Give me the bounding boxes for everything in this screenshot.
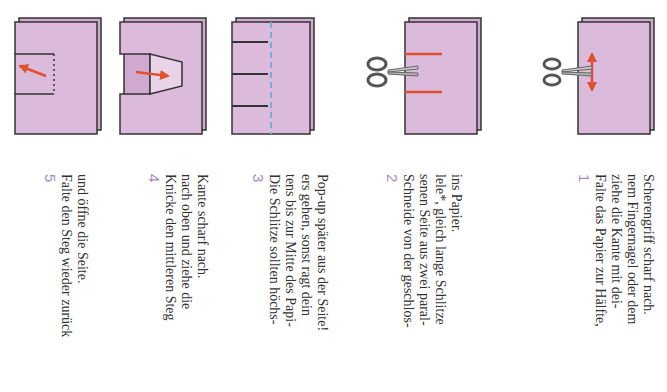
step-number: 1 [576, 174, 592, 182]
folded-paper [578, 22, 650, 134]
scissor-handle [368, 74, 386, 86]
direction-arrow [591, 54, 594, 90]
scissor-blade [388, 66, 418, 72]
folded-paper [232, 22, 310, 134]
step-number: 4 [146, 174, 162, 182]
folded-paper [120, 22, 202, 134]
step-text: Falte den Steg wieder zurück und öffne d… [58, 174, 90, 337]
step-3-illustration [232, 18, 314, 134]
cut-line [405, 91, 442, 94]
step-4-illustration [120, 18, 206, 134]
slit [232, 105, 268, 107]
scissor-blade [562, 66, 592, 72]
step-2-illustration [368, 18, 481, 134]
cut-line [405, 53, 442, 56]
scissor-handle [368, 58, 386, 70]
slit [232, 73, 268, 75]
scissor-blade [562, 72, 592, 76]
strip-outline [15, 54, 54, 94]
direction-arrow [20, 66, 46, 76]
folded-paper [405, 22, 477, 134]
scissor-handle [544, 75, 560, 85]
middle-line [270, 22, 272, 134]
folded-paper [15, 22, 97, 134]
step-text: Die Schlitze sollten höchs- tens bis zur… [266, 174, 330, 331]
step-5-illustration [15, 18, 101, 134]
fold-line [53, 54, 55, 94]
step-text: Knicke den mittleren Steg nach oben und … [162, 174, 210, 321]
step-number: 3 [250, 174, 266, 182]
scissor-handle [544, 59, 560, 69]
step-text: Schneide von der geschlos- senen Seite a… [400, 174, 464, 328]
scissor-blade [388, 72, 418, 76]
step-number: 5 [42, 174, 58, 182]
slit [232, 41, 268, 43]
step-number: 2 [384, 174, 400, 182]
step-text: Falte das Papier zur Hälfte, ziehe die K… [592, 174, 656, 327]
direction-arrow [136, 72, 168, 76]
step-1-illustration [544, 18, 654, 134]
